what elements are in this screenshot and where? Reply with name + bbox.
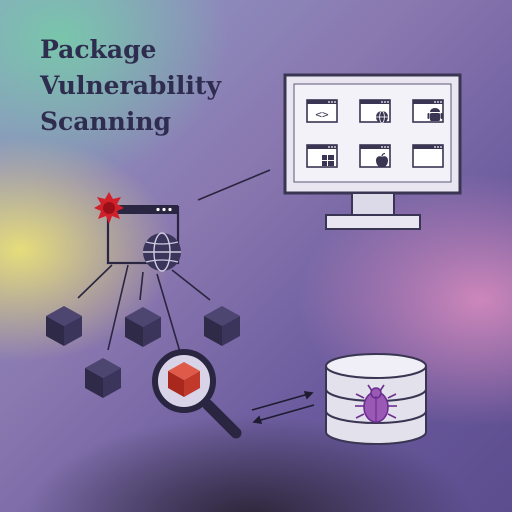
globe-icon bbox=[143, 232, 181, 272]
web-app-window bbox=[106, 205, 180, 265]
title-line-3: Scanning bbox=[40, 107, 171, 136]
monitor-connector-line bbox=[197, 169, 271, 201]
blank-window-icon bbox=[412, 144, 444, 168]
apple-window-icon bbox=[359, 144, 391, 168]
vulnerable-package-cube bbox=[168, 362, 200, 397]
page-title: Package Vulnerability Scanning bbox=[40, 32, 260, 140]
package-cube-3 bbox=[204, 306, 240, 346]
package-cube-2 bbox=[125, 307, 161, 347]
package-cube-1 bbox=[46, 306, 82, 346]
magnifier-icon bbox=[152, 349, 242, 439]
package-connector-lines bbox=[77, 264, 211, 353]
title-line-1: Package bbox=[40, 35, 157, 64]
bug-icon bbox=[355, 384, 397, 423]
sync-arrows bbox=[251, 391, 315, 424]
package-cube-4 bbox=[85, 358, 121, 398]
title-line-2: Vulnerability bbox=[40, 71, 221, 100]
web-window-icon bbox=[359, 99, 391, 124]
svg-text:<>: <> bbox=[315, 108, 329, 121]
virus-icon bbox=[94, 192, 124, 224]
android-window-icon bbox=[412, 99, 444, 123]
code-window-icon: <> bbox=[306, 99, 338, 123]
windows-window-icon bbox=[306, 144, 338, 168]
monitor: <> bbox=[283, 73, 462, 230]
